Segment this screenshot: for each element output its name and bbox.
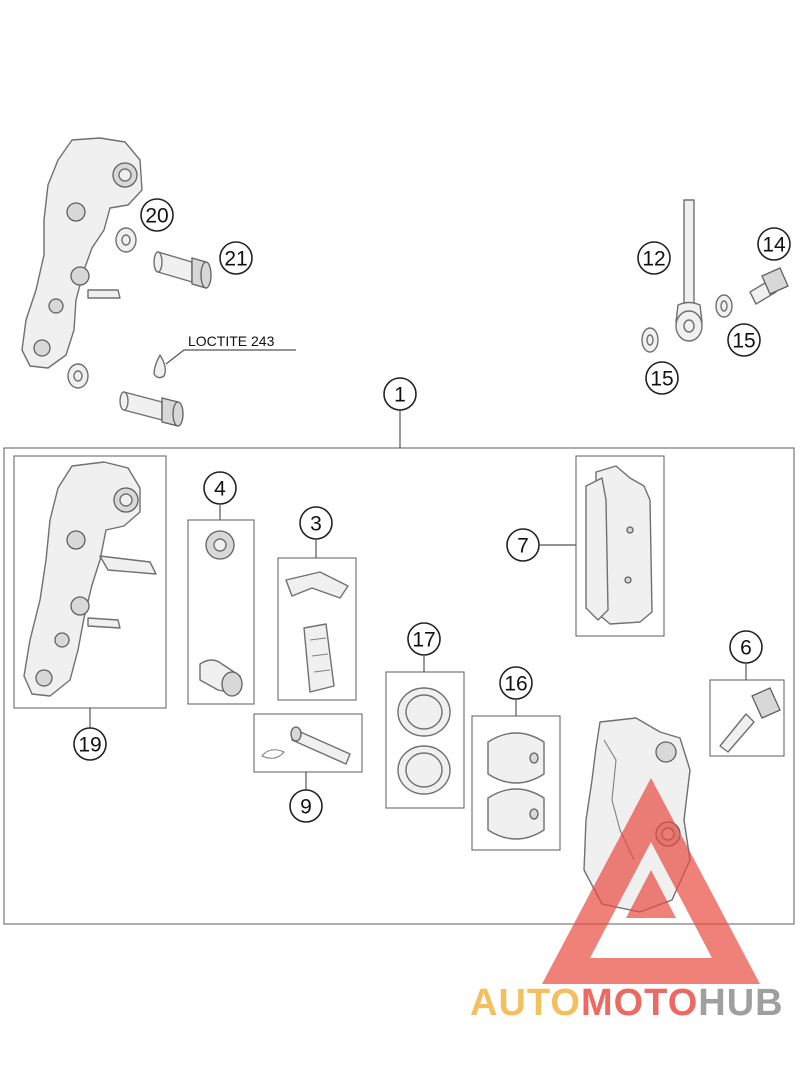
piston-seals-17 (397, 687, 451, 795)
loctite-drop-icon (153, 354, 167, 379)
svg-text:6: 6 (740, 637, 752, 660)
callout-21: 21 (219, 241, 253, 275)
loctite-label: LOCTITE 243 (188, 333, 275, 349)
box-9 (253, 713, 363, 773)
banjo-bolt-14 (749, 267, 789, 305)
box-3 (277, 557, 357, 701)
washer-15-right (715, 294, 733, 318)
callout-14: 14 (757, 227, 791, 261)
svg-text:9: 9 (300, 796, 312, 819)
callout-3: 3 (299, 506, 333, 540)
box-7 (575, 455, 665, 637)
box-17 (385, 671, 465, 809)
pad-pin-9 (261, 726, 351, 765)
svg-text:7: 7 (517, 535, 529, 558)
svg-text:19: 19 (78, 734, 101, 757)
brake-pads-7 (585, 465, 653, 625)
pad-spring-3 (285, 571, 349, 693)
callout-6: 6 (729, 630, 763, 664)
svg-text:21: 21 (224, 248, 247, 271)
callout-16: 16 (499, 666, 533, 700)
callout-19: 19 (73, 727, 107, 761)
bolt-lower (119, 391, 184, 427)
callout-4: 4 (203, 471, 237, 505)
seal-kit-4 (199, 530, 243, 697)
automotohub-watermark-logo: AUTOMOTOHUB (470, 778, 784, 1024)
callout-15-right: 15 (727, 323, 761, 357)
svg-text:1: 1 (394, 384, 406, 407)
pistons-16 (487, 732, 545, 840)
callout-15-left: 15 (645, 361, 679, 395)
svg-text:15: 15 (732, 330, 755, 353)
callout-9: 9 (289, 789, 323, 823)
callout-20: 20 (140, 198, 174, 232)
svg-text:16: 16 (504, 673, 527, 696)
box-6 (709, 679, 785, 757)
callout-17: 17 (407, 622, 441, 656)
svg-text:4: 4 (214, 478, 226, 501)
svg-text:AUTOMOTOHUB: AUTOMOTOHUB (470, 982, 784, 1024)
svg-text:20: 20 (145, 205, 168, 228)
box-4 (187, 519, 255, 705)
callout-1: 1 (383, 377, 417, 411)
washer-20 (115, 227, 137, 253)
bleeder-valve-6 (719, 687, 781, 753)
svg-text:15: 15 (650, 368, 673, 391)
svg-text:3: 3 (310, 513, 322, 536)
svg-text:14: 14 (762, 234, 786, 257)
assembly-box-1 (3, 447, 795, 925)
svg-text:12: 12 (642, 248, 665, 271)
caliper-bracket-top (21, 137, 143, 369)
brake-line-12 (675, 199, 703, 342)
callout-7: 7 (506, 528, 540, 562)
bolt-21 (153, 251, 212, 289)
washer-lower (67, 363, 89, 389)
washer-15-left (641, 327, 659, 353)
callout-12: 12 (637, 241, 671, 275)
caliper-bracket-19 (23, 461, 157, 697)
svg-text:17: 17 (412, 629, 435, 652)
